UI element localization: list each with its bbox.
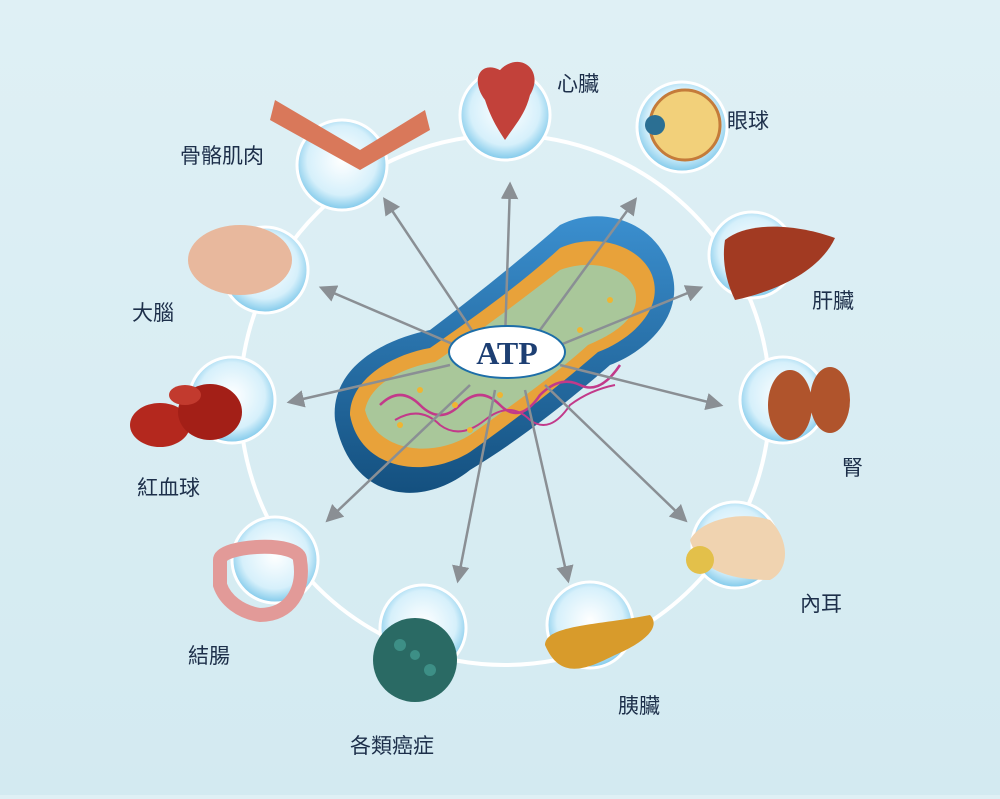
label-liver: 肝臟 — [812, 289, 854, 313]
label-inner-ear: 內耳 — [800, 592, 842, 616]
liver-icon — [723, 226, 835, 300]
node-kidney — [738, 355, 850, 445]
muscle-icon — [270, 100, 430, 170]
node-skeletal-muscle — [270, 100, 430, 212]
atp-arrows — [286, 181, 724, 584]
atp-badge: ATP — [448, 325, 566, 379]
heart-icon — [477, 61, 535, 141]
label-pancreas: 胰臟 — [618, 694, 660, 718]
colon-icon — [213, 539, 308, 623]
node-pancreas — [545, 580, 654, 670]
node-colon — [213, 515, 320, 623]
node-heart — [458, 61, 552, 162]
brain-icon — [188, 225, 292, 295]
label-heart: 心臟 — [557, 72, 599, 96]
ear-icon — [690, 516, 785, 580]
label-brain: 大腦 — [132, 301, 174, 325]
kidney-icon — [768, 370, 812, 440]
label-cancers: 各類癌症 — [350, 734, 434, 758]
label-eye: 眼球 — [727, 109, 769, 133]
atp-label: ATP — [476, 335, 538, 371]
label-colon: 結腸 — [188, 644, 230, 668]
label-kidney: 腎 — [842, 456, 863, 480]
label-red-blood-cell: 紅血球 — [137, 476, 200, 500]
node-eye — [635, 80, 729, 174]
red-blood-cell-icon — [130, 403, 190, 447]
label-skeletal-muscle: 骨骼肌肉 — [180, 144, 264, 168]
node-cancers — [373, 583, 468, 702]
node-brain — [188, 225, 310, 315]
node-red-blood-cell — [130, 355, 277, 447]
pancreas-icon — [545, 615, 654, 669]
node-liver — [707, 210, 835, 300]
node-inner-ear — [686, 500, 785, 590]
